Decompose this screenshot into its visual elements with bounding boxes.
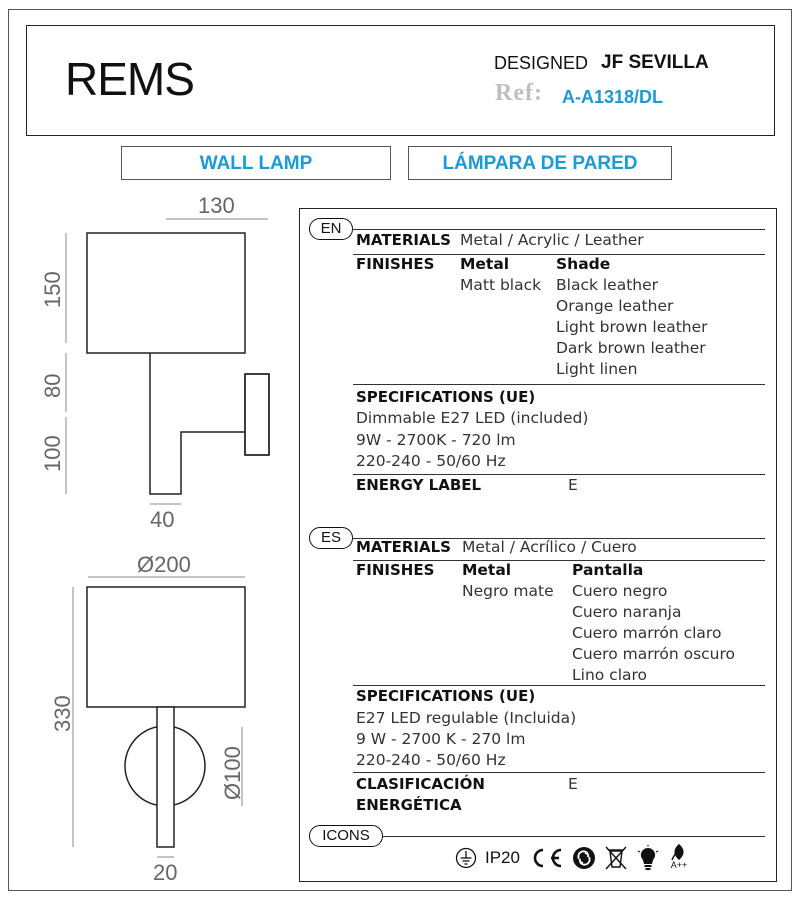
- brand-name: REMS: [65, 53, 195, 105]
- es-materials-value: Metal / Acrílico / Cuero: [462, 538, 637, 556]
- en-spec-line: 220-240 - 50/60 Hz: [356, 452, 506, 470]
- title-spanish: LÁMPARA DE PARED: [408, 146, 672, 180]
- es-spec-line: E27 LED regulable (Incluida): [356, 709, 577, 727]
- es-energy-value: E: [568, 775, 578, 793]
- ground-icon: [455, 843, 477, 873]
- front-view: [86, 586, 246, 848]
- es-shade-finish: Cuero marrón claro: [572, 624, 722, 642]
- tag-icons: ICONS: [309, 825, 383, 847]
- side-shade: [86, 232, 246, 354]
- ref-value: A-A1318/DL: [562, 87, 664, 107]
- header: REMS DESIGNED JF SEVILLA Ref: A-A1318/DL: [26, 25, 775, 136]
- dim-base-height: 100: [40, 435, 65, 472]
- en-shade-finish: Light linen: [556, 360, 638, 378]
- ref-label: Ref:: [495, 80, 543, 106]
- dim-stem-width: 40: [150, 507, 174, 532]
- en-shade-finish: Dark brown leather: [556, 339, 706, 357]
- en-metal-header: Metal: [460, 255, 510, 273]
- sheet-border: [8, 9, 792, 891]
- divider: [353, 772, 765, 773]
- es-metal-finish: Negro mate: [462, 582, 554, 600]
- divider: [353, 560, 765, 561]
- en-specs-label: SPECIFICATIONS (UE): [356, 388, 536, 406]
- energy-class-label: A++: [670, 860, 688, 870]
- title-english: WALL LAMP: [121, 146, 391, 180]
- designed-label: DESIGNED: [494, 53, 589, 73]
- weee-bin-icon: [604, 843, 628, 873]
- en-spec-line: Dimmable E27 LED (included): [356, 409, 589, 427]
- energy-leaf-icon: A++: [668, 843, 690, 873]
- front-stem: [156, 706, 175, 848]
- certification-icons: IP20: [455, 843, 690, 873]
- front-dim-lines: [72, 576, 245, 858]
- led-bulb-icon: [636, 843, 660, 873]
- es-materials-label: MATERIALS: [356, 538, 451, 556]
- es-energy-label: CLASIFICACIÓN: [356, 775, 485, 793]
- en-energy-value: E: [568, 476, 578, 494]
- side-wall-plate: [244, 373, 270, 456]
- divider: [353, 254, 765, 255]
- divider: [353, 229, 765, 230]
- dim-width: 130: [198, 193, 235, 218]
- dim-arm-height: 80: [40, 374, 65, 398]
- ip-rating: IP20: [485, 848, 520, 867]
- en-spec-line: 9W - 2700K - 720 lm: [356, 431, 516, 449]
- side-dim-lines: [65, 218, 268, 505]
- divider: [383, 836, 765, 837]
- es-shade-finish: Cuero naranja: [572, 603, 682, 621]
- spec-panel: [299, 208, 777, 882]
- tag-en: EN: [309, 218, 353, 240]
- dim-total-height: 330: [50, 695, 75, 732]
- dim-plate-diameter: Ø100: [220, 746, 245, 800]
- es-metal-header: Metal: [462, 561, 512, 579]
- dim-shade-height: 150: [40, 271, 65, 308]
- divider: [353, 538, 765, 539]
- en-shade-finish: Black leather: [556, 276, 659, 294]
- es-spec-line: 9 W - 2700 K - 270 lm: [356, 730, 526, 748]
- es-shade-header: Pantalla: [572, 561, 644, 579]
- recycle-icon: [572, 843, 596, 873]
- ce-mark-icon: [528, 843, 564, 873]
- es-shade-finish: Cuero marrón oscuro: [572, 645, 736, 663]
- en-shade-header: Shade: [556, 255, 611, 273]
- divider: [353, 685, 765, 686]
- es-spec-line: 220-240 - 50/60 Hz: [356, 751, 506, 769]
- en-finishes-label: FINISHES: [356, 255, 435, 273]
- es-energy-label: ENERGÉTICA: [356, 796, 462, 814]
- en-energy-label: ENERGY LABEL: [356, 476, 482, 494]
- es-specs-label: SPECIFICATIONS (UE): [356, 687, 536, 705]
- designer-name: JF SEVILLA: [601, 52, 709, 73]
- en-metal-finish: Matt black: [460, 276, 542, 294]
- en-materials-label: MATERIALS: [356, 231, 451, 249]
- es-finishes-label: FINISHES: [356, 561, 435, 579]
- tag-es: ES: [309, 527, 353, 549]
- es-shade-finish: Lino claro: [572, 666, 648, 684]
- divider: [353, 384, 765, 385]
- dim-diameter: Ø200: [137, 552, 191, 577]
- en-shade-finish: Light brown leather: [556, 318, 708, 336]
- en-shade-finish: Orange leather: [556, 297, 674, 315]
- divider: [353, 474, 765, 475]
- side-view: [86, 232, 270, 495]
- dim-front-stem-width: 20: [153, 860, 177, 885]
- front-shade: [86, 586, 246, 708]
- es-shade-finish: Cuero negro: [572, 582, 668, 600]
- en-materials-value: Metal / Acrylic / Leather: [460, 231, 644, 249]
